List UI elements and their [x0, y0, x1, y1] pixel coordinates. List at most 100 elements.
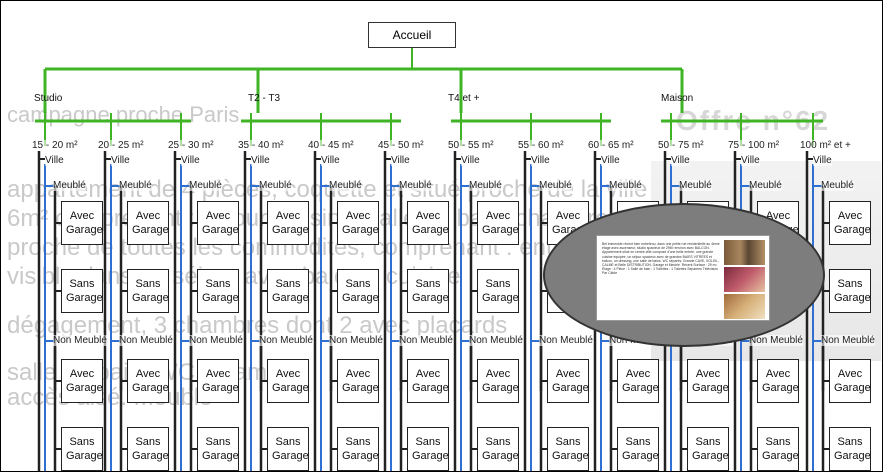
- size-label[interactable]: 35 - 40 m²: [238, 140, 284, 151]
- avec-garage-box[interactable]: Avec Garage: [337, 359, 379, 403]
- kitchen-photo: [724, 294, 765, 319]
- sans-garage-box[interactable]: Sans Garage: [61, 269, 103, 313]
- ville-label[interactable]: Ville: [45, 155, 64, 166]
- sans-garage-box[interactable]: Sans Garage: [477, 427, 519, 471]
- sans-garage-box[interactable]: Sans Garage: [617, 427, 659, 471]
- meuble-label[interactable]: Meublé: [329, 180, 362, 191]
- avec-garage-box[interactable]: Avec Garage: [757, 359, 799, 403]
- meuble-label[interactable]: Meublé: [189, 180, 222, 191]
- ville-label[interactable]: Ville: [111, 155, 130, 166]
- size-label[interactable]: 45 - 50 m²: [378, 140, 424, 151]
- size-label[interactable]: 60 - 65 m²: [588, 140, 634, 151]
- ville-label[interactable]: Ville: [461, 155, 480, 166]
- sans-garage-box[interactable]: Sans Garage: [127, 269, 169, 313]
- sans-garage-box[interactable]: Sans Garage: [547, 427, 589, 471]
- size-label[interactable]: 100 m² et +: [800, 140, 851, 151]
- category-label: T2 - T3: [248, 93, 281, 104]
- building-photo: [724, 240, 765, 265]
- listing-preview-popup[interactable]: [543, 203, 825, 347]
- category-label: Maison: [661, 93, 694, 104]
- size-label[interactable]: 50 - 75 m²: [658, 140, 704, 151]
- avec-garage-box[interactable]: Avec Garage: [617, 359, 659, 403]
- non-meuble-label[interactable]: Non Meublé: [53, 335, 107, 346]
- avec-garage-box[interactable]: Avec Garage: [407, 359, 449, 403]
- non-meuble-label[interactable]: Non Meublé: [749, 335, 803, 346]
- avec-garage-box[interactable]: Avec Garage: [267, 359, 309, 403]
- bedroom-photo: [724, 267, 765, 292]
- non-meuble-label[interactable]: Non Meublé: [119, 335, 173, 346]
- avec-garage-box[interactable]: Avec Garage: [61, 201, 103, 245]
- avec-garage-box[interactable]: Avec Garage: [477, 201, 519, 245]
- sans-garage-box[interactable]: Sans Garage: [829, 427, 871, 471]
- sans-garage-box[interactable]: Sans Garage: [337, 427, 379, 471]
- ville-label[interactable]: Ville: [601, 155, 620, 166]
- size-label[interactable]: 55 - 60 m²: [518, 140, 564, 151]
- avec-garage-box[interactable]: Avec Garage: [337, 201, 379, 245]
- sans-garage-box[interactable]: Sans Garage: [61, 427, 103, 471]
- non-meuble-label[interactable]: Non Meublé: [259, 335, 313, 346]
- avec-garage-box[interactable]: Avec Garage: [547, 359, 589, 403]
- sans-garage-box[interactable]: Sans Garage: [197, 427, 239, 471]
- ville-label[interactable]: Ville: [321, 155, 340, 166]
- background-text-line: accès aisé. Meublé: [7, 384, 213, 411]
- size-label[interactable]: 20 - 25 m²: [98, 140, 144, 151]
- sans-garage-box[interactable]: Sans Garage: [127, 427, 169, 471]
- non-meuble-label[interactable]: Non Meublé: [539, 335, 593, 346]
- avec-garage-box[interactable]: Avec Garage: [687, 359, 729, 403]
- meuble-label[interactable]: Meublé: [609, 180, 642, 191]
- meuble-label[interactable]: Meublé: [119, 180, 152, 191]
- non-meuble-label[interactable]: Non Meublé: [399, 335, 453, 346]
- non-meuble-label[interactable]: Non Meublé: [329, 335, 383, 346]
- avec-garage-box[interactable]: Avec Garage: [197, 201, 239, 245]
- root-node-accueil[interactable]: Accueil: [368, 22, 456, 48]
- listing-card: Bel immeuble récent bien entretenu, dans…: [596, 235, 770, 321]
- size-label[interactable]: 25 - 30 m²: [168, 140, 214, 151]
- avec-garage-box[interactable]: Avec Garage: [267, 201, 309, 245]
- meuble-label[interactable]: Meublé: [469, 180, 502, 191]
- sans-garage-box[interactable]: Sans Garage: [337, 269, 379, 313]
- meuble-label[interactable]: Meublé: [53, 180, 86, 191]
- sans-garage-box[interactable]: Sans Garage: [407, 427, 449, 471]
- avec-garage-box[interactable]: Avec Garage: [127, 359, 169, 403]
- avec-garage-box[interactable]: Avec Garage: [829, 359, 871, 403]
- sans-garage-box[interactable]: Sans Garage: [407, 269, 449, 313]
- ville-label[interactable]: Ville: [181, 155, 200, 166]
- meuble-label[interactable]: Meublé: [749, 180, 782, 191]
- avec-garage-box[interactable]: Avec Garage: [477, 359, 519, 403]
- meuble-label[interactable]: Meublé: [679, 180, 712, 191]
- non-meuble-label[interactable]: Non Meublé: [189, 335, 243, 346]
- category-label: T4 et +: [448, 93, 480, 104]
- size-label[interactable]: 15 - 20 m²: [32, 140, 78, 151]
- category-label: Studio: [34, 93, 63, 104]
- avec-garage-box[interactable]: Avec Garage: [197, 359, 239, 403]
- meuble-label[interactable]: Meublé: [399, 180, 432, 191]
- ville-label[interactable]: Ville: [251, 155, 270, 166]
- avec-garage-box[interactable]: Avec Garage: [407, 201, 449, 245]
- avec-garage-box[interactable]: Avec Garage: [127, 201, 169, 245]
- avec-garage-box[interactable]: Avec Garage: [829, 201, 871, 245]
- non-meuble-label[interactable]: Non Meublé: [469, 335, 523, 346]
- ville-label[interactable]: Ville: [741, 155, 760, 166]
- sans-garage-box[interactable]: Sans Garage: [267, 269, 309, 313]
- meuble-label[interactable]: Meublé: [821, 180, 854, 191]
- sans-garage-box[interactable]: Sans Garage: [829, 269, 871, 313]
- meuble-label[interactable]: Meublé: [259, 180, 292, 191]
- sans-garage-box[interactable]: Sans Garage: [687, 427, 729, 471]
- size-label[interactable]: 75 - 100 m²: [728, 140, 780, 151]
- background-text-line: dégagement, 3 chambres dont 2 avec placa…: [7, 312, 508, 339]
- listing-description: Bel immeuble récent bien entretenu, dans…: [602, 242, 720, 276]
- size-label[interactable]: 50 - 55 m²: [448, 140, 494, 151]
- sans-garage-box[interactable]: Sans Garage: [757, 427, 799, 471]
- sans-garage-box[interactable]: Sans Garage: [267, 427, 309, 471]
- meuble-label[interactable]: Meublé: [539, 180, 572, 191]
- ville-label[interactable]: Ville: [391, 155, 410, 166]
- ville-label[interactable]: Ville: [671, 155, 690, 166]
- sans-garage-box[interactable]: Sans Garage: [477, 269, 519, 313]
- non-meuble-label[interactable]: Non Meublé: [821, 335, 875, 346]
- ville-label[interactable]: Ville: [531, 155, 550, 166]
- sans-garage-box[interactable]: Sans Garage: [197, 269, 239, 313]
- ville-label[interactable]: Ville: [813, 155, 832, 166]
- size-label[interactable]: 40 - 45 m²: [308, 140, 354, 151]
- avec-garage-box[interactable]: Avec Garage: [61, 359, 103, 403]
